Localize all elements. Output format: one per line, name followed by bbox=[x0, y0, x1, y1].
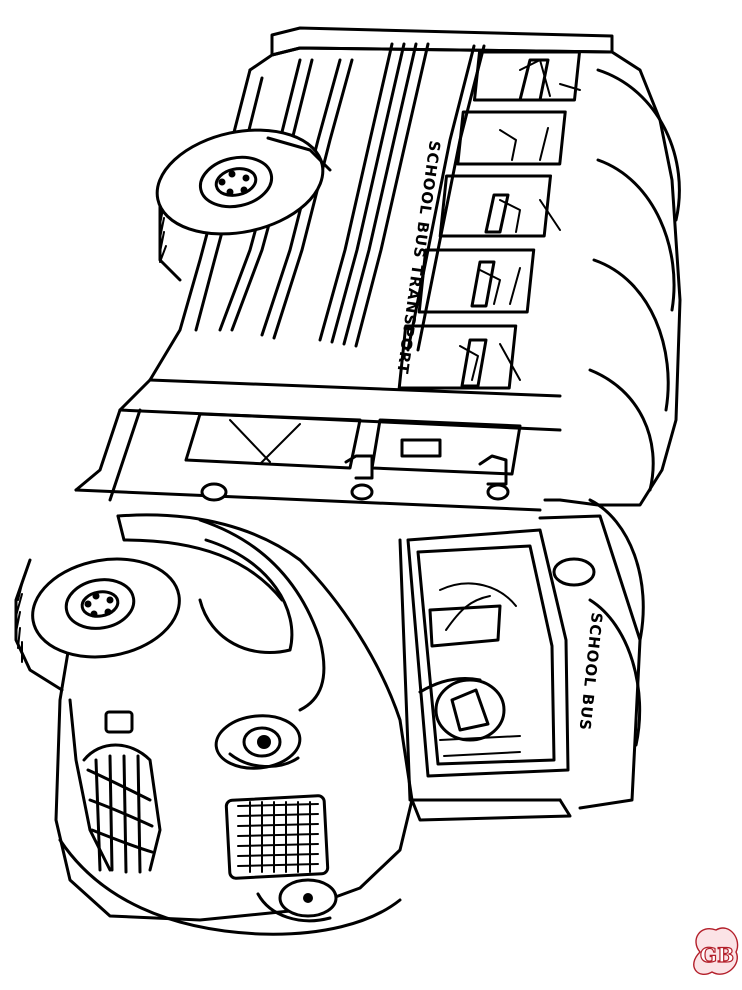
windshield-area: SCHOOL BUS bbox=[398, 514, 642, 822]
watermark-text: GB bbox=[700, 943, 734, 967]
gb-watermark-icon: GB bbox=[693, 927, 739, 975]
rear-wheel bbox=[155, 128, 332, 282]
bus-mid-section bbox=[74, 378, 562, 512]
bus-front-face bbox=[54, 513, 414, 936]
side-sign-text: SCHOOL BUS bbox=[576, 612, 606, 732]
front-wheel bbox=[14, 557, 181, 692]
